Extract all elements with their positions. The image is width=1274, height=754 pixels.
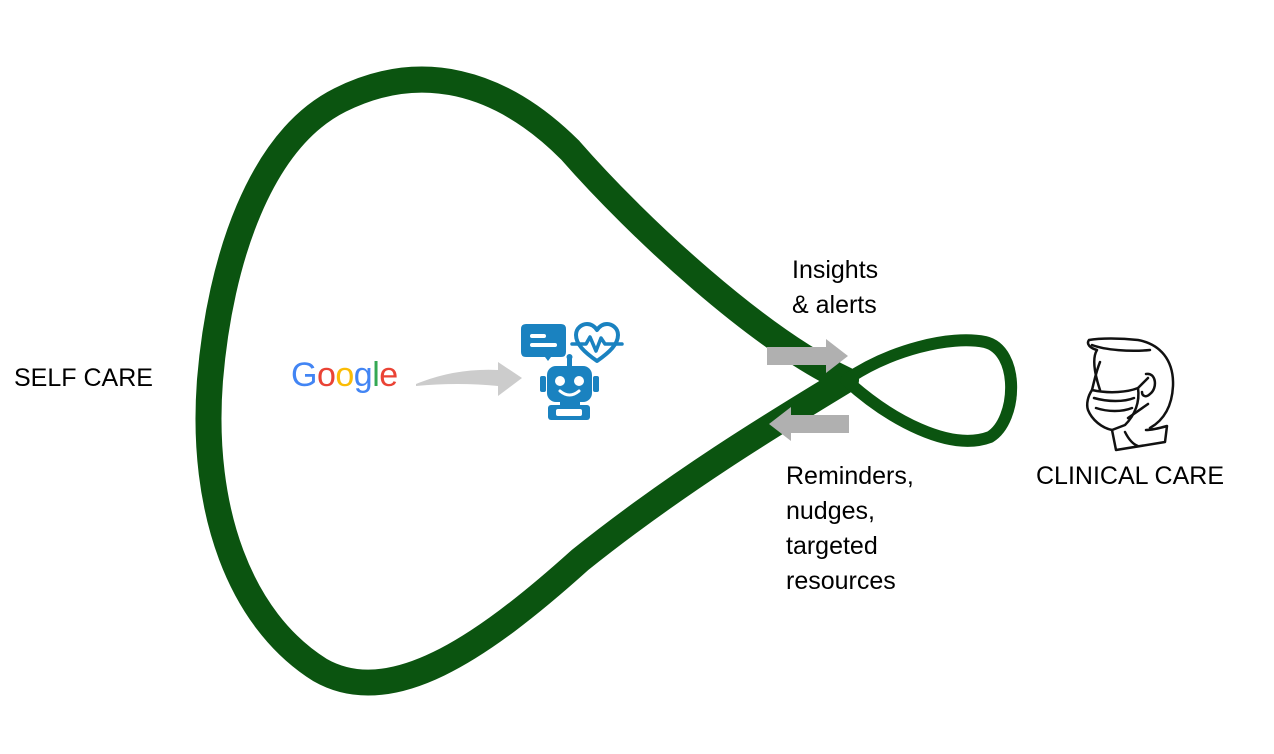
insights-line: & alerts <box>792 291 877 319</box>
google-letter: G <box>291 356 317 394</box>
robot-icon <box>540 354 599 420</box>
reminders-line: resources <box>786 567 896 595</box>
insights-arrow <box>767 339 848 373</box>
masked-clinician-icon <box>1085 337 1175 452</box>
self-care-label: SELF CARE <box>14 364 153 392</box>
reminders-line: targeted <box>786 532 878 560</box>
heart-pulse-icon <box>570 322 624 363</box>
google-letter: o <box>316 356 336 394</box>
clinical-care-loop <box>840 334 1018 447</box>
insights-line: Insights <box>792 256 879 284</box>
clinical-care-label: CLINICAL CARE <box>1036 462 1225 490</box>
google-letter: l <box>372 356 380 394</box>
google-letter: g <box>353 356 373 394</box>
reminders-line: nudges, <box>786 497 875 525</box>
reminders-line: Reminders, <box>786 462 914 490</box>
google-logo: Google <box>291 356 398 395</box>
chat-bubble-icon <box>521 324 566 361</box>
insights-alerts-label: Insights & alerts <box>792 253 878 323</box>
google-letter: e <box>379 356 398 394</box>
google-to-chatbot-arrow <box>416 362 522 396</box>
google-letter: o <box>335 356 354 394</box>
self-care-loop <box>195 66 859 696</box>
reminders-arrow <box>769 407 849 441</box>
reminders-label: Reminders, nudges, targeted resources <box>786 459 914 599</box>
